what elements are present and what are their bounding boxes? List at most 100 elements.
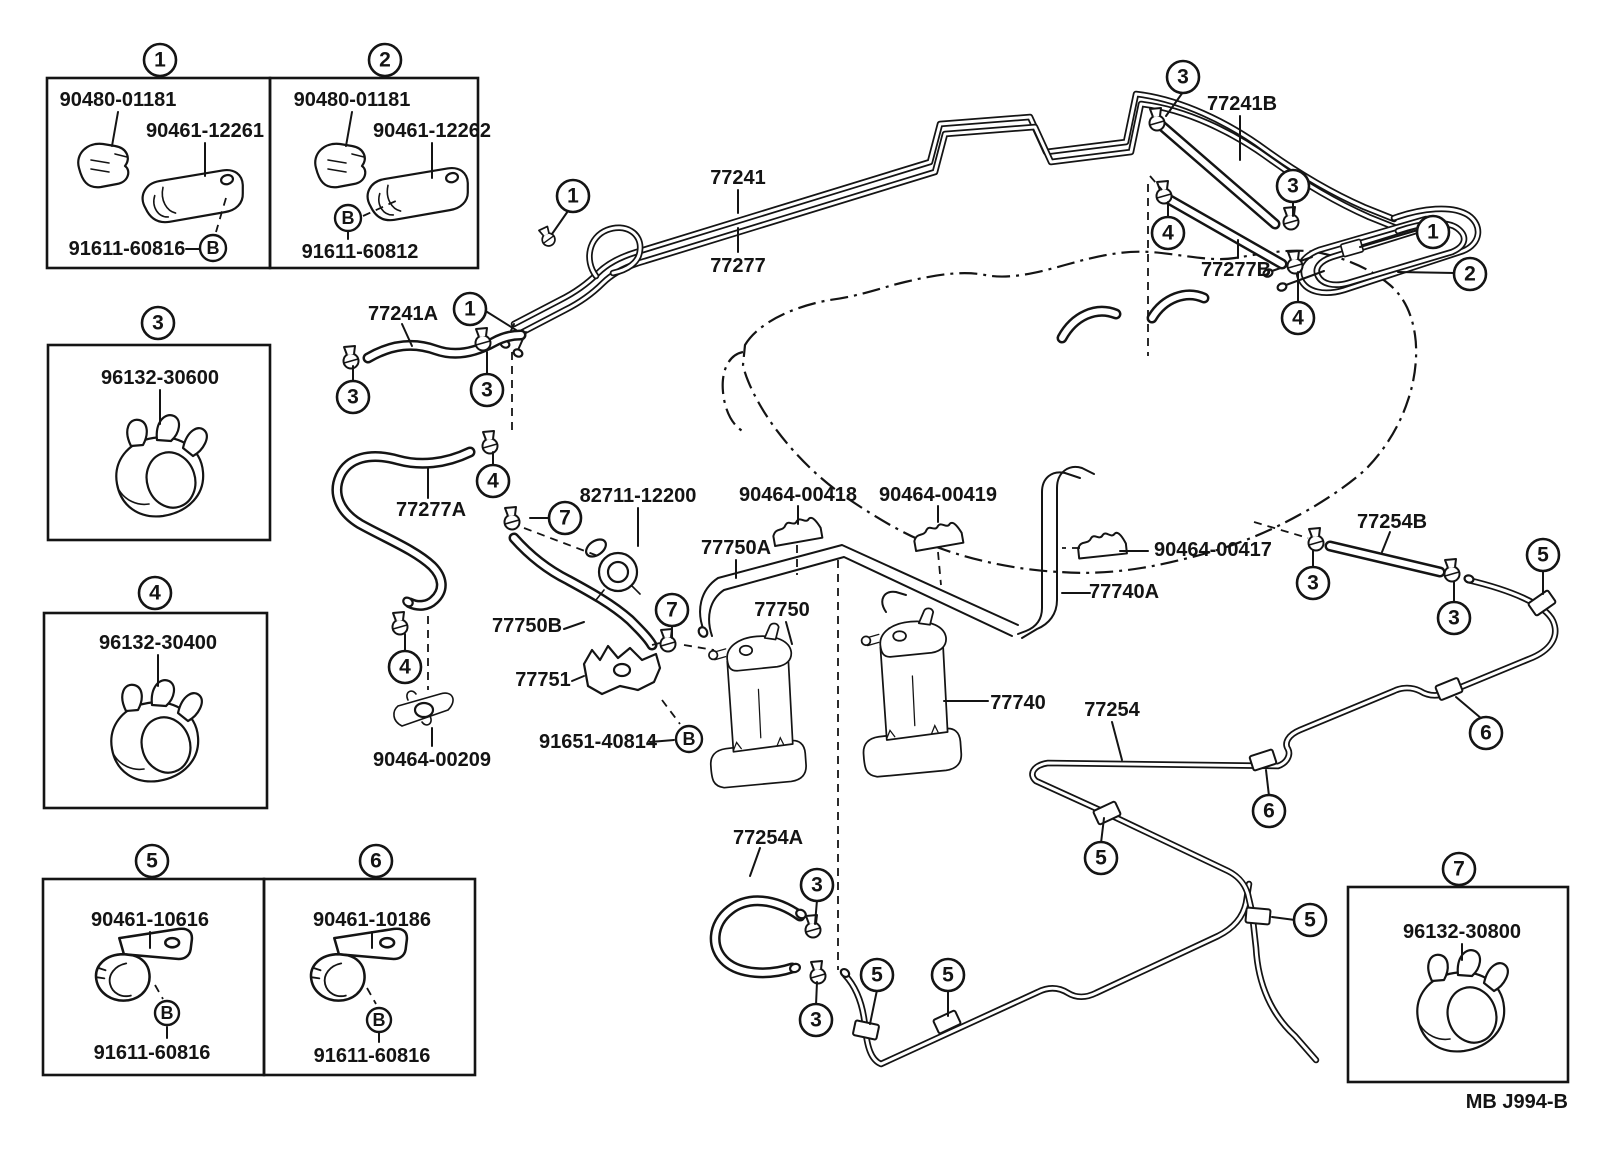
callout-6: 6 <box>358 843 394 879</box>
svg-text:1: 1 <box>154 49 166 72</box>
canister-77740 <box>860 607 963 778</box>
callout-b: B <box>674 724 704 754</box>
label-90464-00418: 90464-00418 <box>739 484 857 506</box>
svg-text:B: B <box>342 208 355 228</box>
label-77751: 77751 <box>515 669 571 691</box>
callout-7: 7 <box>547 500 583 536</box>
hose-77241a <box>368 335 521 358</box>
callout-6: 6 <box>1468 715 1504 751</box>
clamp-82711-12200 <box>585 538 641 601</box>
drawing-code: MB J994-B <box>1466 1091 1568 1113</box>
label-90464-00419: 90464-00419 <box>879 484 997 506</box>
svg-text:5: 5 <box>1095 847 1107 870</box>
callout-3: 3 <box>469 372 505 408</box>
svg-text:4: 4 <box>149 582 161 605</box>
detail-box-7: 7 96132-30800 <box>1346 851 1570 1084</box>
box2-part-mid: 90461-12262 <box>373 120 491 142</box>
leader-lines <box>352 91 1544 1025</box>
svg-text:5: 5 <box>871 964 883 987</box>
callout-3: 3 <box>798 1002 834 1038</box>
fuel-tank-outline <box>721 184 1418 574</box>
label-77740: 77740 <box>990 692 1046 714</box>
detail-box-2: 2 90480-01181 90461-12262 91611-60812 B <box>268 42 491 270</box>
box1-part-bottom: 91611-60816 <box>69 238 186 260</box>
callout-4: 4 <box>137 575 173 611</box>
callout-b: B <box>333 203 363 233</box>
label-91651-40814: 91651-40814 <box>539 731 658 753</box>
canister-77740-elbow <box>881 590 907 613</box>
label-77241: 77241 <box>710 167 766 189</box>
callout-b: B <box>365 1006 393 1034</box>
svg-text:6: 6 <box>370 850 382 873</box>
svg-text:7: 7 <box>1453 858 1465 881</box>
box3-part: 96132-30600 <box>101 367 219 389</box>
svg-text:3: 3 <box>1287 175 1299 198</box>
box1-part-mid: 90461-12261 <box>146 120 264 142</box>
box5-part-bottom: 91611-60816 <box>94 1042 211 1064</box>
hose-77254a <box>715 901 807 974</box>
svg-text:3: 3 <box>481 379 493 402</box>
box4-part: 96132-30400 <box>99 632 217 654</box>
svg-text:3: 3 <box>1307 572 1319 595</box>
svg-text:7: 7 <box>559 507 571 530</box>
svg-text:3: 3 <box>1177 66 1189 89</box>
label-77254a: 77254A <box>733 827 803 849</box>
callout-2: 2 <box>367 42 403 78</box>
callout-3: 3 <box>1275 168 1311 204</box>
detail-box-6: 6 90461-10186 91611-60816 B <box>262 843 477 1077</box>
pipe-loop-assembly <box>1262 209 1478 293</box>
svg-text:4: 4 <box>1162 222 1174 245</box>
callout-3: 3 <box>1295 565 1331 601</box>
callout-5: 5 <box>930 957 966 993</box>
detail-box-4: 4 96132-30400 <box>42 575 269 810</box>
callout-5: 5 <box>1292 902 1328 938</box>
detail-box-1: 1 90480-01181 90461-12261 91611-60816 B <box>45 42 272 270</box>
svg-text:5: 5 <box>1537 544 1549 567</box>
callout-b: B <box>153 999 181 1027</box>
callout-5: 5 <box>1083 840 1119 876</box>
part-labels: 77241 77277 77241B 77277B 77241A 77277A … <box>368 93 1427 849</box>
pipe-77241-77277 <box>499 94 1399 358</box>
svg-text:B: B <box>373 1010 386 1030</box>
svg-text:3: 3 <box>347 386 359 409</box>
svg-text:3: 3 <box>811 874 823 897</box>
svg-text:B: B <box>207 238 220 258</box>
svg-text:5: 5 <box>942 964 954 987</box>
callout-3: 3 <box>335 379 371 415</box>
callout-7: 7 <box>654 592 690 628</box>
callouts: 1 1 3 3 4 7 7 4 B 3 3 4 1 2 4 3 3 5 6 6 … <box>335 59 1561 1038</box>
callout-1: 1 <box>1415 214 1451 250</box>
svg-text:1: 1 <box>567 185 579 208</box>
svg-text:3: 3 <box>152 312 164 335</box>
label-77241b: 77241B <box>1207 93 1277 115</box>
callout-b: B <box>198 233 228 263</box>
bracket-77751 <box>582 644 662 696</box>
svg-text:5: 5 <box>1304 909 1316 932</box>
label-77254: 77254 <box>1084 699 1140 721</box>
box7-part: 96132-30800 <box>1403 921 1521 943</box>
callout-3: 3 <box>799 867 835 903</box>
label-77277: 77277 <box>710 255 766 277</box>
svg-text:2: 2 <box>379 49 391 72</box>
hose-clamps <box>342 107 1461 985</box>
label-90464-00417: 90464-00417 <box>1154 539 1272 561</box>
label-77750a: 77750A <box>701 537 771 559</box>
hose-77277a <box>337 452 470 608</box>
label-82711-12200: 82711-12200 <box>580 485 697 507</box>
detail-box-3: 3 96132-30600 <box>46 305 272 542</box>
pipe-77750a-77740a <box>697 466 1095 639</box>
callout-1: 1 <box>142 42 178 78</box>
svg-text:6: 6 <box>1263 800 1275 823</box>
callout-5: 5 <box>134 843 170 879</box>
label-77750b: 77750B <box>492 615 562 637</box>
svg-text:B: B <box>161 1003 174 1023</box>
callout-4: 4 <box>475 463 511 499</box>
svg-text:4: 4 <box>487 470 499 493</box>
pipe-77254 <box>839 574 1555 1064</box>
label-77254b: 77254B <box>1357 511 1427 533</box>
callout-4: 4 <box>1150 215 1186 251</box>
label-77277a: 77277A <box>396 499 466 521</box>
callout-5: 5 <box>859 957 895 993</box>
box2-part-bottom: 91611-60812 <box>302 241 419 263</box>
